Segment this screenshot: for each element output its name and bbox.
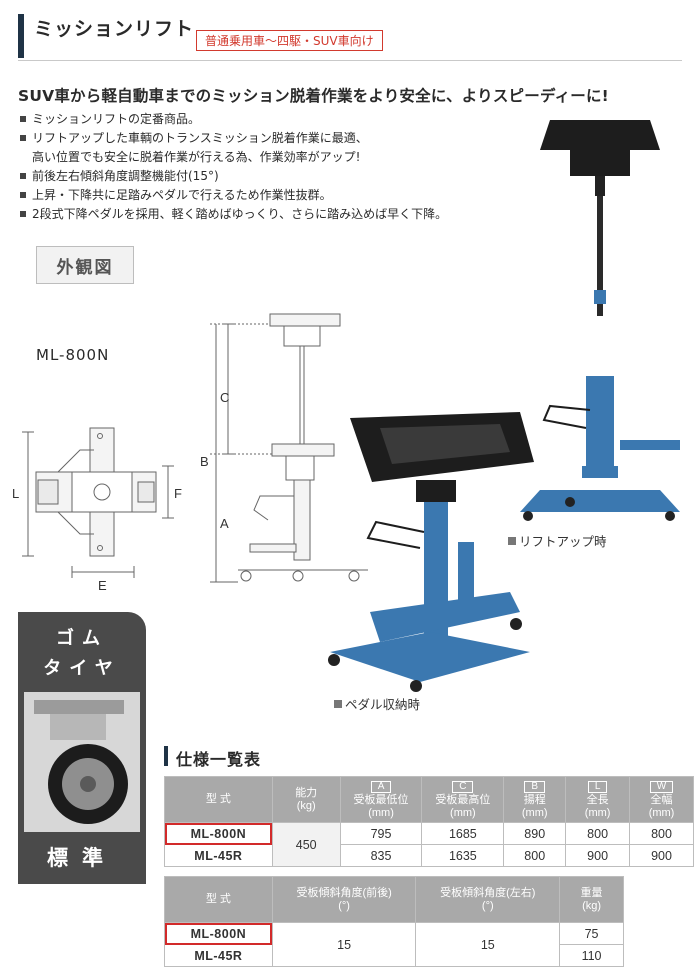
model-cell: ML-45R bbox=[164, 844, 273, 867]
col-model: 型 式 bbox=[164, 776, 273, 823]
col-model: 型 式 bbox=[164, 876, 273, 923]
width-cell: 900 bbox=[629, 844, 694, 867]
feature-item: リフトアップした車輌のトランスミッション脱着作業に最適、 bbox=[20, 129, 540, 148]
page-title: ミッションリフト bbox=[34, 18, 195, 40]
exterior-view-label: 外観図 bbox=[36, 246, 134, 284]
lift-up-photo bbox=[520, 120, 680, 521]
table-row: ML-45R 835 1635 800 900 900 bbox=[164, 844, 694, 867]
dim-e-label: E bbox=[98, 578, 107, 593]
top-view-diagram: L E F bbox=[12, 427, 182, 593]
pedal-stowed-caption: ペダル収納時 bbox=[334, 694, 420, 713]
model-cell: ML-800N bbox=[164, 822, 273, 845]
model-cell: ML-45R bbox=[164, 944, 273, 967]
feature-item: 前後左右傾斜角度調整機能付(15°) bbox=[20, 167, 540, 186]
width-cell: 800 bbox=[629, 822, 694, 845]
header-divider bbox=[18, 60, 682, 61]
dim-c-label: C bbox=[220, 390, 229, 405]
col-tilt-front-back: 受板傾斜角度(前後)(°) bbox=[271, 876, 417, 923]
tilt-front-back-cell: 15 bbox=[271, 922, 417, 967]
feature-list: ミッションリフトの定番商品。 リフトアップした車輌のトランスミッション脱着作業に… bbox=[20, 110, 540, 224]
lift-up-caption: リフトアップ時 bbox=[508, 531, 607, 550]
rubber-tire-heading: ゴム タイヤ bbox=[43, 628, 121, 679]
max-height-cell: 1635 bbox=[421, 844, 505, 867]
weight-cell: 75 bbox=[559, 922, 624, 945]
feature-item-continued: 高い位置でも安全に脱着作業が行える為、作業効率がアップ! bbox=[32, 150, 361, 164]
weight-cell: 110 bbox=[559, 944, 624, 967]
header-accent-bar bbox=[18, 14, 24, 58]
dim-a-label: A bbox=[220, 516, 229, 531]
spec-title: 仕様一覧表 bbox=[176, 750, 262, 769]
col-weight: 重量(kg) bbox=[559, 876, 624, 923]
min-height-cell: 835 bbox=[339, 844, 423, 867]
length-cell: 900 bbox=[565, 844, 631, 867]
feature-item: ミッションリフトの定番商品。 bbox=[20, 110, 540, 129]
max-height-cell: 1685 bbox=[421, 822, 505, 845]
length-cell: 800 bbox=[565, 822, 631, 845]
capacity-cell: 450 bbox=[271, 822, 341, 867]
spec-table-angles: 型 式 受板傾斜角度(前後)(°) 受板傾斜角度(左右)(°) 重量(kg) M… bbox=[164, 876, 624, 967]
table-row: ML-800N 450 795 1685 890 800 800 bbox=[164, 822, 694, 867]
table-row: ML-800N 15 15 75 bbox=[164, 922, 624, 967]
vehicle-type-badge: 普通乗用車～四駆・SUV車向け bbox=[196, 30, 383, 51]
lead-copy: SUV車から軽自動車までのミッション脱着作業をより安全に、よりスピーディーに! bbox=[18, 87, 609, 105]
feature-item: 上昇・下降共に足踏みペダルで行えるため作業性抜群。 bbox=[20, 186, 540, 205]
pedal-stowed-photo bbox=[328, 412, 534, 692]
feature-item: 2段式下降ペダルを採用、軽く踏めばゆっくり、さらに踏み込めば早く下降。 bbox=[20, 205, 540, 224]
side-view-diagram: C B A bbox=[200, 313, 368, 583]
rubber-tire-panel: ゴム タイヤ 標準 bbox=[18, 612, 146, 884]
diagram-model-label: ML-800N bbox=[36, 346, 110, 364]
dim-b-label: B bbox=[200, 454, 209, 469]
dim-f-label: F bbox=[174, 486, 182, 501]
dim-l-label: L bbox=[12, 486, 19, 501]
tilt-left-right-cell: 15 bbox=[415, 922, 561, 967]
model-cell: ML-800N bbox=[164, 922, 273, 945]
spec-title-accent bbox=[164, 746, 168, 766]
caster-wheel-photo bbox=[24, 692, 140, 832]
col-tilt-left-right: 受板傾斜角度(左右)(°) bbox=[415, 876, 561, 923]
table-row: ML-45R 110 bbox=[164, 944, 624, 967]
stroke-cell: 890 bbox=[503, 822, 567, 845]
min-height-cell: 795 bbox=[339, 822, 423, 845]
col-capacity: 能力(kg) bbox=[271, 776, 341, 823]
stroke-cell: 800 bbox=[503, 844, 567, 867]
standard-equipment-label: 標準 bbox=[47, 846, 117, 870]
